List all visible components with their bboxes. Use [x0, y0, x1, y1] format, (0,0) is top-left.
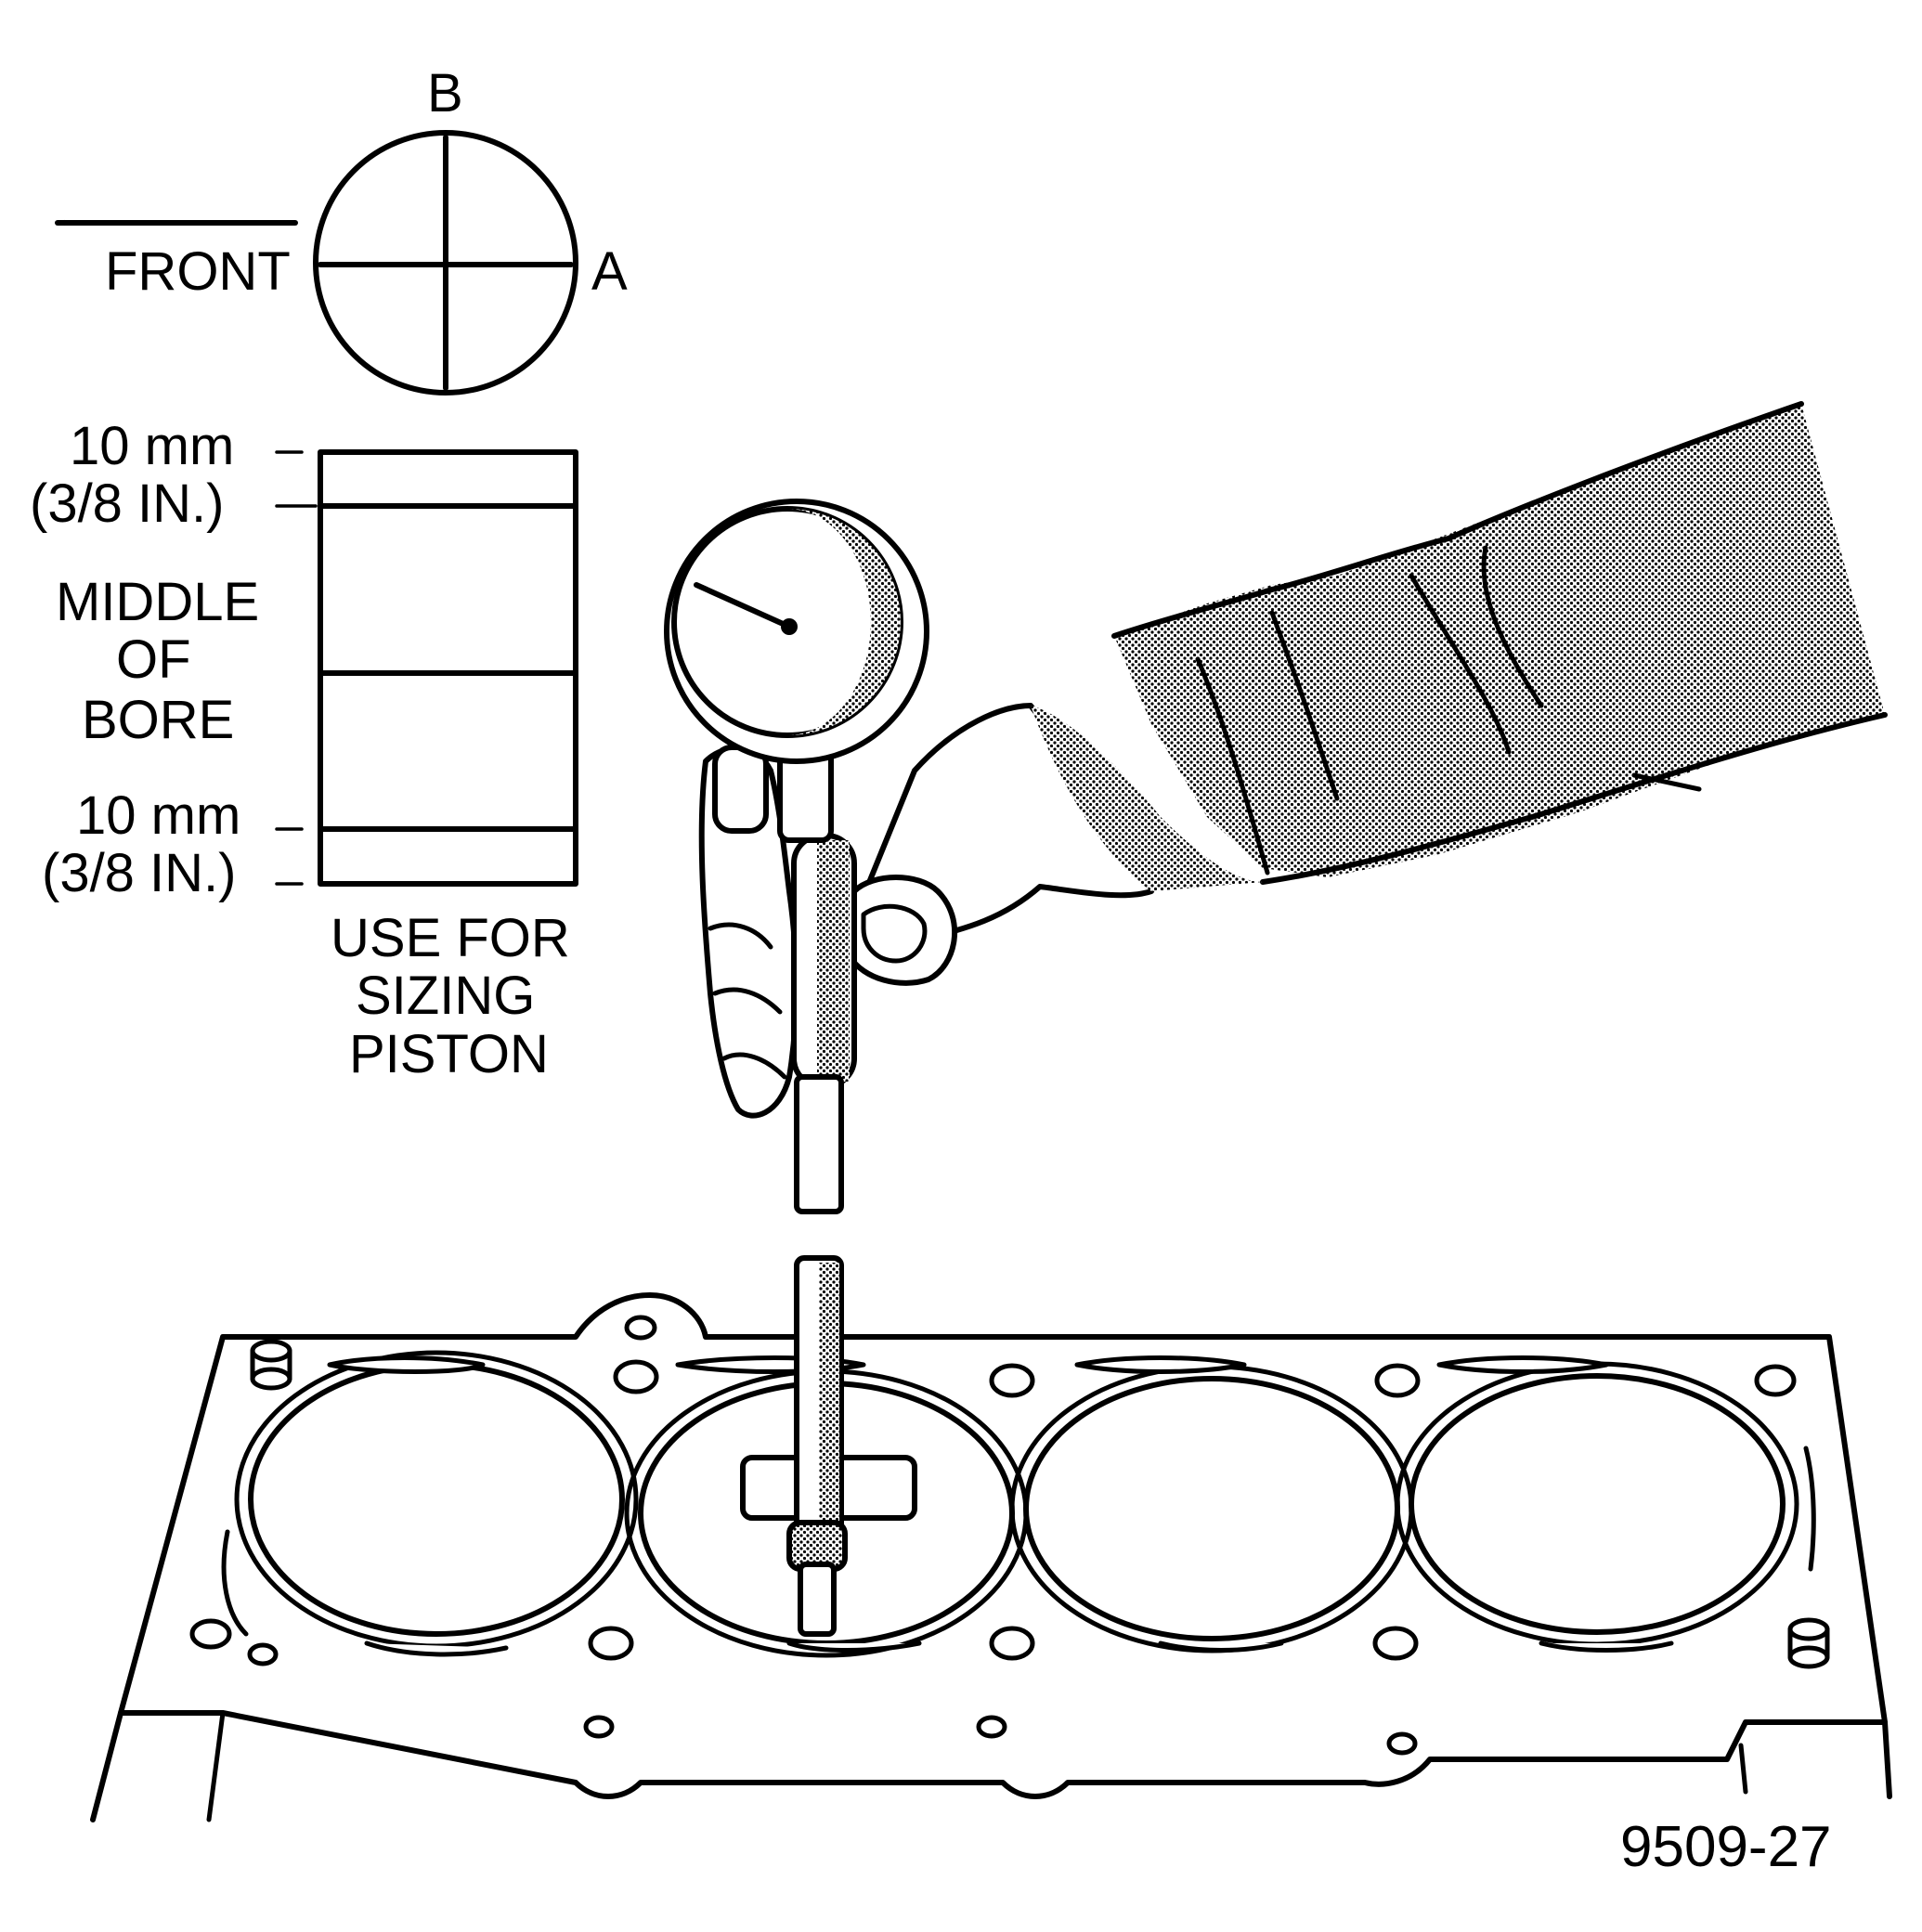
hand-with-bore-gauge: [664, 401, 1888, 1214]
dial-gauge-center: [781, 618, 798, 635]
gauge-stem-upper: [794, 1074, 844, 1214]
bolt-hole: [583, 1715, 615, 1739]
label-middle-1: MIDDLE: [56, 572, 259, 632]
bore-cross-section: [318, 449, 578, 887]
gauge-lock-knob: [712, 745, 769, 834]
dial-gauge-needle: [694, 582, 792, 629]
gauge-probe-tip: [798, 1562, 837, 1637]
cylinder-bore-3: [1023, 1376, 1400, 1641]
bolt-hole: [989, 1363, 1035, 1398]
cylinder-bore-4: [1409, 1373, 1786, 1635]
label-front: FRONT: [105, 241, 291, 302]
label-use-2: SIZING: [356, 966, 535, 1026]
bolt-hole: [989, 1626, 1035, 1661]
label-middle-2: OF: [116, 629, 191, 690]
cylinder-block: [90, 1255, 1892, 1822]
gauge-lower-assembly: [740, 1255, 917, 1637]
figure-number: 9509-27: [1620, 1815, 1832, 1879]
dowel-pin-left: [250, 1339, 292, 1391]
label-middle-3: BORE: [82, 690, 234, 750]
fingers: [698, 746, 799, 1119]
label-use-1: USE FOR: [331, 908, 570, 968]
label-a: A: [591, 241, 628, 302]
block-front-face: [90, 1710, 123, 1822]
label-bottom-mm: 10 mm: [76, 785, 240, 846]
dowel-pin-right: [1787, 1617, 1830, 1669]
forearm: [1114, 404, 1885, 877]
label-top-mm: 10 mm: [70, 416, 234, 476]
bore-side-view-diagram: 10 mm (3/8 IN.) MIDDLE OF BORE 10 mm (3/…: [30, 416, 578, 1084]
bolt-hole: [1372, 1626, 1419, 1661]
label-b: B: [427, 63, 463, 123]
thumbnail: [861, 903, 928, 964]
bolt-hole: [1374, 1363, 1421, 1398]
bolt-hole: [1754, 1364, 1797, 1397]
label-use-3: PISTON: [349, 1024, 549, 1084]
forearm-outline: [1111, 401, 1804, 639]
bolt-hole: [1386, 1731, 1418, 1756]
bore-top-view-diagram: FRONT A B: [55, 63, 628, 395]
cylinder-bore-1: [248, 1362, 625, 1637]
bolt-hole: [247, 1642, 279, 1666]
label-top-in: (3/8 IN.): [30, 473, 225, 534]
bolt-hole: [189, 1618, 232, 1650]
bolt-hole: [624, 1315, 657, 1341]
label-bottom-in: (3/8 IN.): [42, 843, 237, 903]
bolt-hole: [613, 1359, 659, 1394]
bolt-hole: [588, 1626, 634, 1661]
bolt-hole: [976, 1715, 1007, 1739]
